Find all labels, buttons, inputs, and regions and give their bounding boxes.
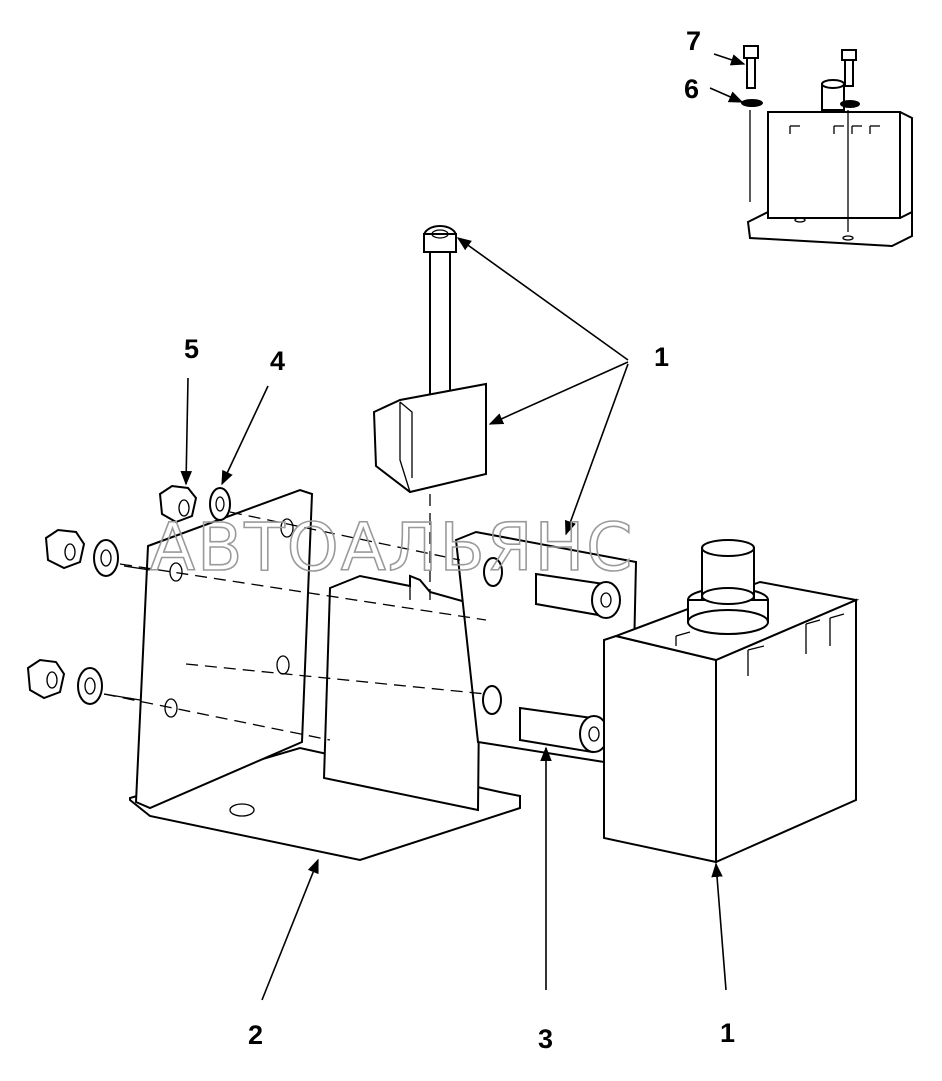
washer-lower	[77, 667, 103, 705]
plunger-assembly	[372, 225, 487, 494]
callout-2: 2	[248, 1020, 263, 1050]
inset-bolt-shank-2	[844, 59, 854, 87]
coil-plunger-cap	[701, 539, 755, 557]
coil-front-face	[603, 634, 717, 864]
inset-washer	[741, 99, 763, 107]
inset-bolt-shank	[746, 57, 756, 89]
leader-lines	[180, 53, 746, 1001]
callout-7: 7	[686, 26, 701, 56]
callout-6: 6	[684, 74, 699, 104]
coil-block	[603, 539, 860, 864]
callout-3: 3	[538, 1024, 553, 1054]
watermark-text: АВТОАЛЬЯНС	[150, 509, 634, 586]
callout-5: 5	[184, 334, 199, 364]
bracket-vertical-plate	[134, 488, 314, 810]
inset-bolt-head-2	[841, 49, 857, 61]
nut-upper	[158, 484, 198, 524]
callout-1-bottom: 1	[720, 1018, 735, 1048]
inner-bracket-wall	[322, 574, 482, 812]
inset-bolt-head	[743, 45, 759, 59]
bracket-base-hole	[229, 803, 255, 817]
washer-mid	[93, 539, 119, 577]
nut-lower	[26, 658, 66, 700]
center-lines	[103, 494, 487, 741]
plunger-armature	[372, 382, 487, 494]
callout-4: 4	[270, 346, 285, 376]
washer-upper	[209, 487, 231, 521]
callout-1-top: 1	[654, 342, 669, 372]
studs	[519, 572, 621, 754]
plunger-rod	[429, 243, 451, 397]
fasteners	[26, 484, 231, 705]
inset-view	[741, 45, 913, 248]
